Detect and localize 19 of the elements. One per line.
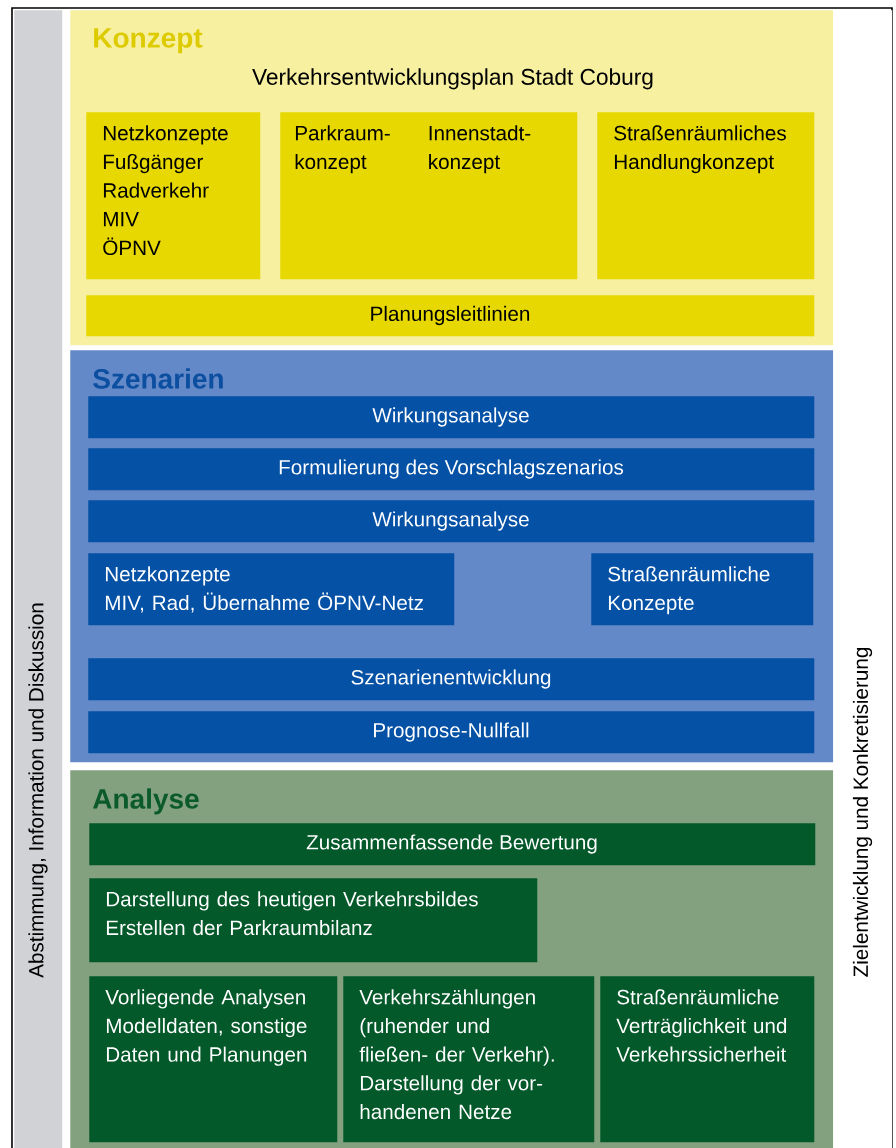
process-box: Verkehrszählungen (ruhender und fließen- der Verkehr). Darstellung der vor- handenen Netze bbox=[343, 976, 595, 1143]
process-box: Vorliegende Analysen Modelldaten, sonstige Daten und Planungen bbox=[89, 976, 338, 1143]
process-box: Parkraum- konzept Innenstadt- konzept bbox=[280, 112, 578, 280]
process-box: Zusammenfassende Bewertung bbox=[89, 823, 816, 866]
process-box: Straßenräumliche Verträglichkeit und Verkehrssicherheit bbox=[600, 976, 815, 1143]
process-box: Netzkonzepte Fußgänger Radverkehr MIV ÖPNV bbox=[86, 112, 261, 280]
process-box: Netzkonzepte MIV, Rad, Übernahme ÖPNV-Netz bbox=[88, 553, 455, 626]
process-box: Planungsleitlinien bbox=[86, 295, 815, 337]
side-band: Zielentwicklung und Konkretisierung bbox=[833, 10, 893, 1148]
process-box: Formulierung des Vorschlagszenarios bbox=[88, 448, 815, 491]
process-box: Szenarienentwicklung bbox=[88, 658, 815, 701]
process-box: Prognose-Nullfall bbox=[88, 711, 815, 754]
process-box: Darstellung des heutigen Verkehrsbildes Erstellen der Parkraumbilanz bbox=[89, 878, 538, 963]
process-box: Wirkungsanalyse bbox=[88, 396, 815, 439]
process-box: Wirkungsanalyse bbox=[88, 500, 815, 543]
side-band: Abstimmung, Information und Diskussion bbox=[14, 10, 63, 1148]
process-box: Straßenräumliches Handlungkonzept bbox=[597, 112, 815, 280]
node-label: Zielentwicklung und Konkretisierung bbox=[852, 647, 873, 977]
process-box: Straßenräumliche Konzepte bbox=[591, 553, 814, 626]
